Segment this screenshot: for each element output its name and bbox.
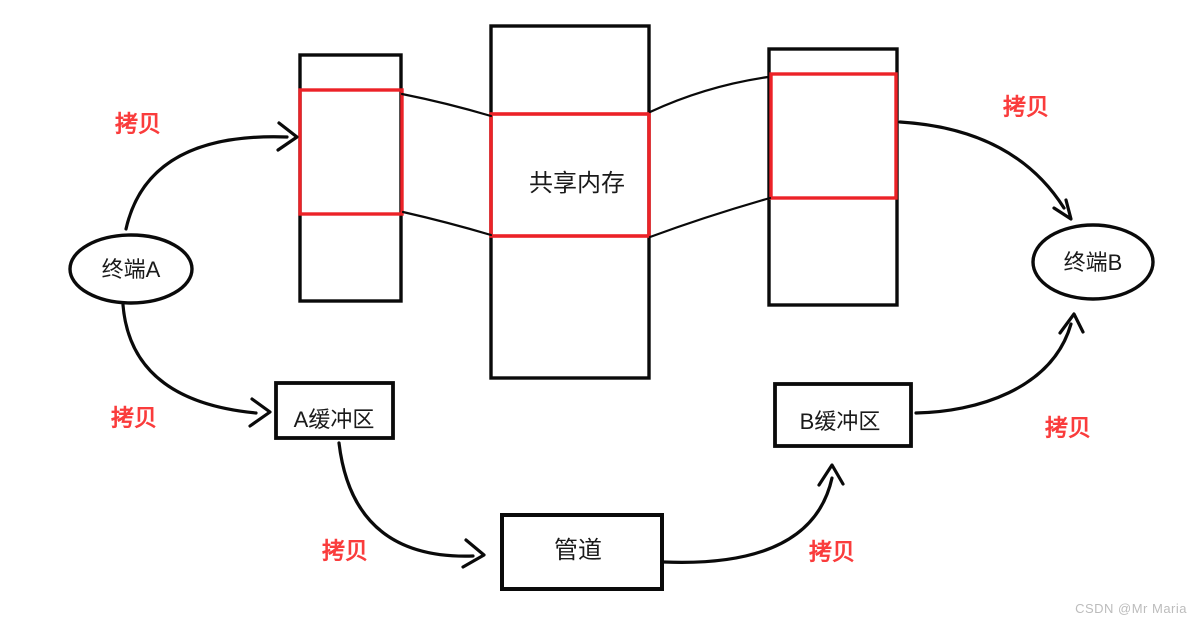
pipe-box <box>500 513 664 591</box>
arrow-terminalA-to-sharedMemory <box>124 135 289 231</box>
copy-label-terminalA-to-sharedMemory: 拷贝 <box>115 110 161 137</box>
arrowhead-pipe-to-bufferB <box>817 463 845 487</box>
arrow-pipe-to-bufferB <box>662 476 834 564</box>
buffer-b-label: B缓冲区 <box>799 409 881 434</box>
arrowhead-sharedMemory-to-terminalB <box>1052 198 1073 221</box>
buffer-b-box <box>773 382 913 448</box>
copy-label-bufferA-to-pipe: 拷贝 <box>322 537 368 564</box>
buffer-a-label: A缓冲区 <box>293 407 375 432</box>
terminal-a-label: 终端A <box>101 257 161 282</box>
csdn-watermark: CSDN @Mr Maria <box>1075 601 1187 616</box>
terminal-b-label: 终端B <box>1063 250 1123 275</box>
process-a-memory-rect <box>298 53 403 303</box>
mapping-line-right-bottom <box>648 196 772 239</box>
copy-label-terminalA-to-bufferA: 拷贝 <box>111 404 157 431</box>
shared-memory-red-box <box>489 112 651 238</box>
copy-label-pipe-to-bufferB: 拷贝 <box>809 538 855 565</box>
arrowhead-terminalA-to-bufferA <box>248 397 272 428</box>
shared-memory-label: 共享内存 <box>529 170 625 197</box>
mapping-line-left-top <box>400 92 493 118</box>
kernel-shared-memory-rect <box>489 24 651 380</box>
process-b-memory-rect <box>767 47 899 307</box>
copy-label-sharedMemory-to-terminalB: 拷贝 <box>1003 93 1049 120</box>
pipe-label: 管道 <box>554 537 602 564</box>
arrowhead-terminalA-to-sharedMemory <box>276 121 299 152</box>
copy-label-bufferB-to-terminalB: 拷贝 <box>1045 414 1091 441</box>
arrow-terminalA-to-bufferA <box>121 303 258 415</box>
arrow-bufferB-to-terminalB <box>914 322 1073 415</box>
process-b-mapped-region-red-box <box>769 72 898 200</box>
terminal-b-ellipse <box>1031 223 1155 301</box>
mapping-line-left-bottom <box>401 210 493 237</box>
arrowhead-bufferB-to-terminalB <box>1058 312 1085 335</box>
arrow-sharedMemory-to-terminalB <box>898 120 1066 210</box>
arrowhead-bufferA-to-pipe <box>461 538 486 569</box>
process-a-mapped-region-red-box <box>298 88 404 216</box>
buffer-a-box <box>274 381 395 440</box>
arrow-bufferA-to-pipe <box>337 441 475 558</box>
mapping-line-right-top <box>648 75 770 114</box>
terminal-a-ellipse <box>68 233 194 305</box>
